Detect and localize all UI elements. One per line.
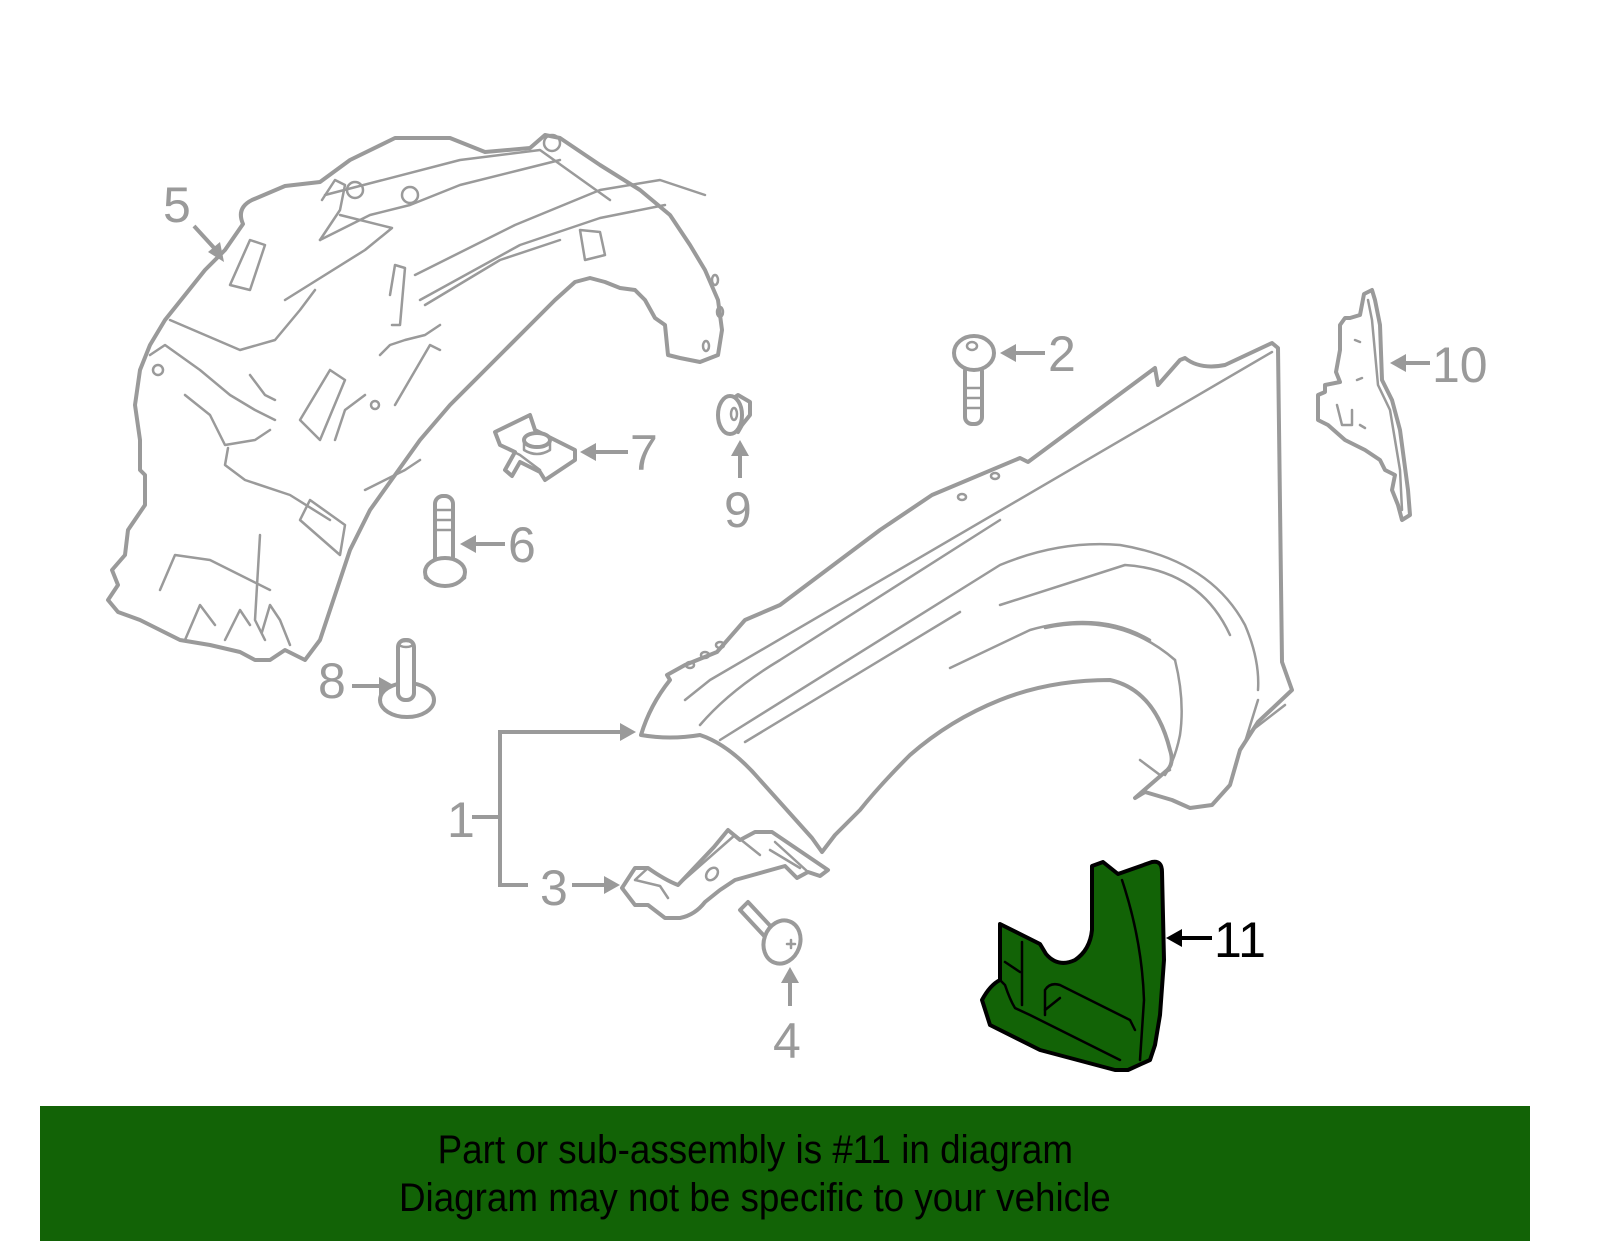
callout-3[interactable]: 3 <box>540 860 620 916</box>
part-6-bolt[interactable] <box>423 494 467 588</box>
callout-8[interactable]: 8 <box>318 653 395 709</box>
svg-text:4: 4 <box>773 1013 801 1069</box>
part-10-insulator[interactable] <box>1316 288 1412 522</box>
part-7-clip-nut[interactable] <box>493 413 577 482</box>
part-5-fender-liner[interactable] <box>106 133 725 662</box>
svg-text:6: 6 <box>508 517 536 573</box>
svg-text:1: 1 <box>447 792 475 848</box>
callout-1[interactable]: 1 <box>447 723 636 887</box>
svg-text:3: 3 <box>540 860 568 916</box>
part-4-screw[interactable] <box>738 900 806 969</box>
part-3-bracket[interactable] <box>620 828 830 920</box>
callout-2[interactable]: 2 <box>1000 326 1076 382</box>
callout-4[interactable]: 4 <box>773 967 801 1069</box>
banner-line-part-number: Part or sub-assembly is #11 in diagram <box>437 1127 1073 1172</box>
svg-text:10: 10 <box>1432 337 1488 393</box>
part-8-pin[interactable] <box>378 638 436 719</box>
banner-line-disclaimer: Diagram may not be specific to your vehi… <box>399 1175 1111 1220</box>
svg-text:8: 8 <box>318 653 346 709</box>
info-banner: Part or sub-assembly is #11 in diagram D… <box>40 1106 1530 1241</box>
callout-5[interactable]: 5 <box>163 177 224 262</box>
part-11-mud-flap[interactable] <box>980 859 1166 1072</box>
callout-9[interactable]: 9 <box>724 440 752 538</box>
svg-text:5: 5 <box>163 177 191 233</box>
part-2-bolt[interactable] <box>952 334 996 426</box>
svg-text:2: 2 <box>1048 326 1076 382</box>
svg-text:11: 11 <box>1214 912 1266 968</box>
svg-text:9: 9 <box>724 482 752 538</box>
part-1-fender[interactable] <box>639 341 1294 854</box>
svg-text:7: 7 <box>630 425 658 481</box>
callout-11[interactable]: 11 <box>1166 912 1266 968</box>
callout-10[interactable]: 10 <box>1390 337 1488 393</box>
callout-7[interactable]: 7 <box>580 425 658 481</box>
callout-6[interactable]: 6 <box>460 517 536 573</box>
part-9-grommet[interactable] <box>716 393 752 436</box>
